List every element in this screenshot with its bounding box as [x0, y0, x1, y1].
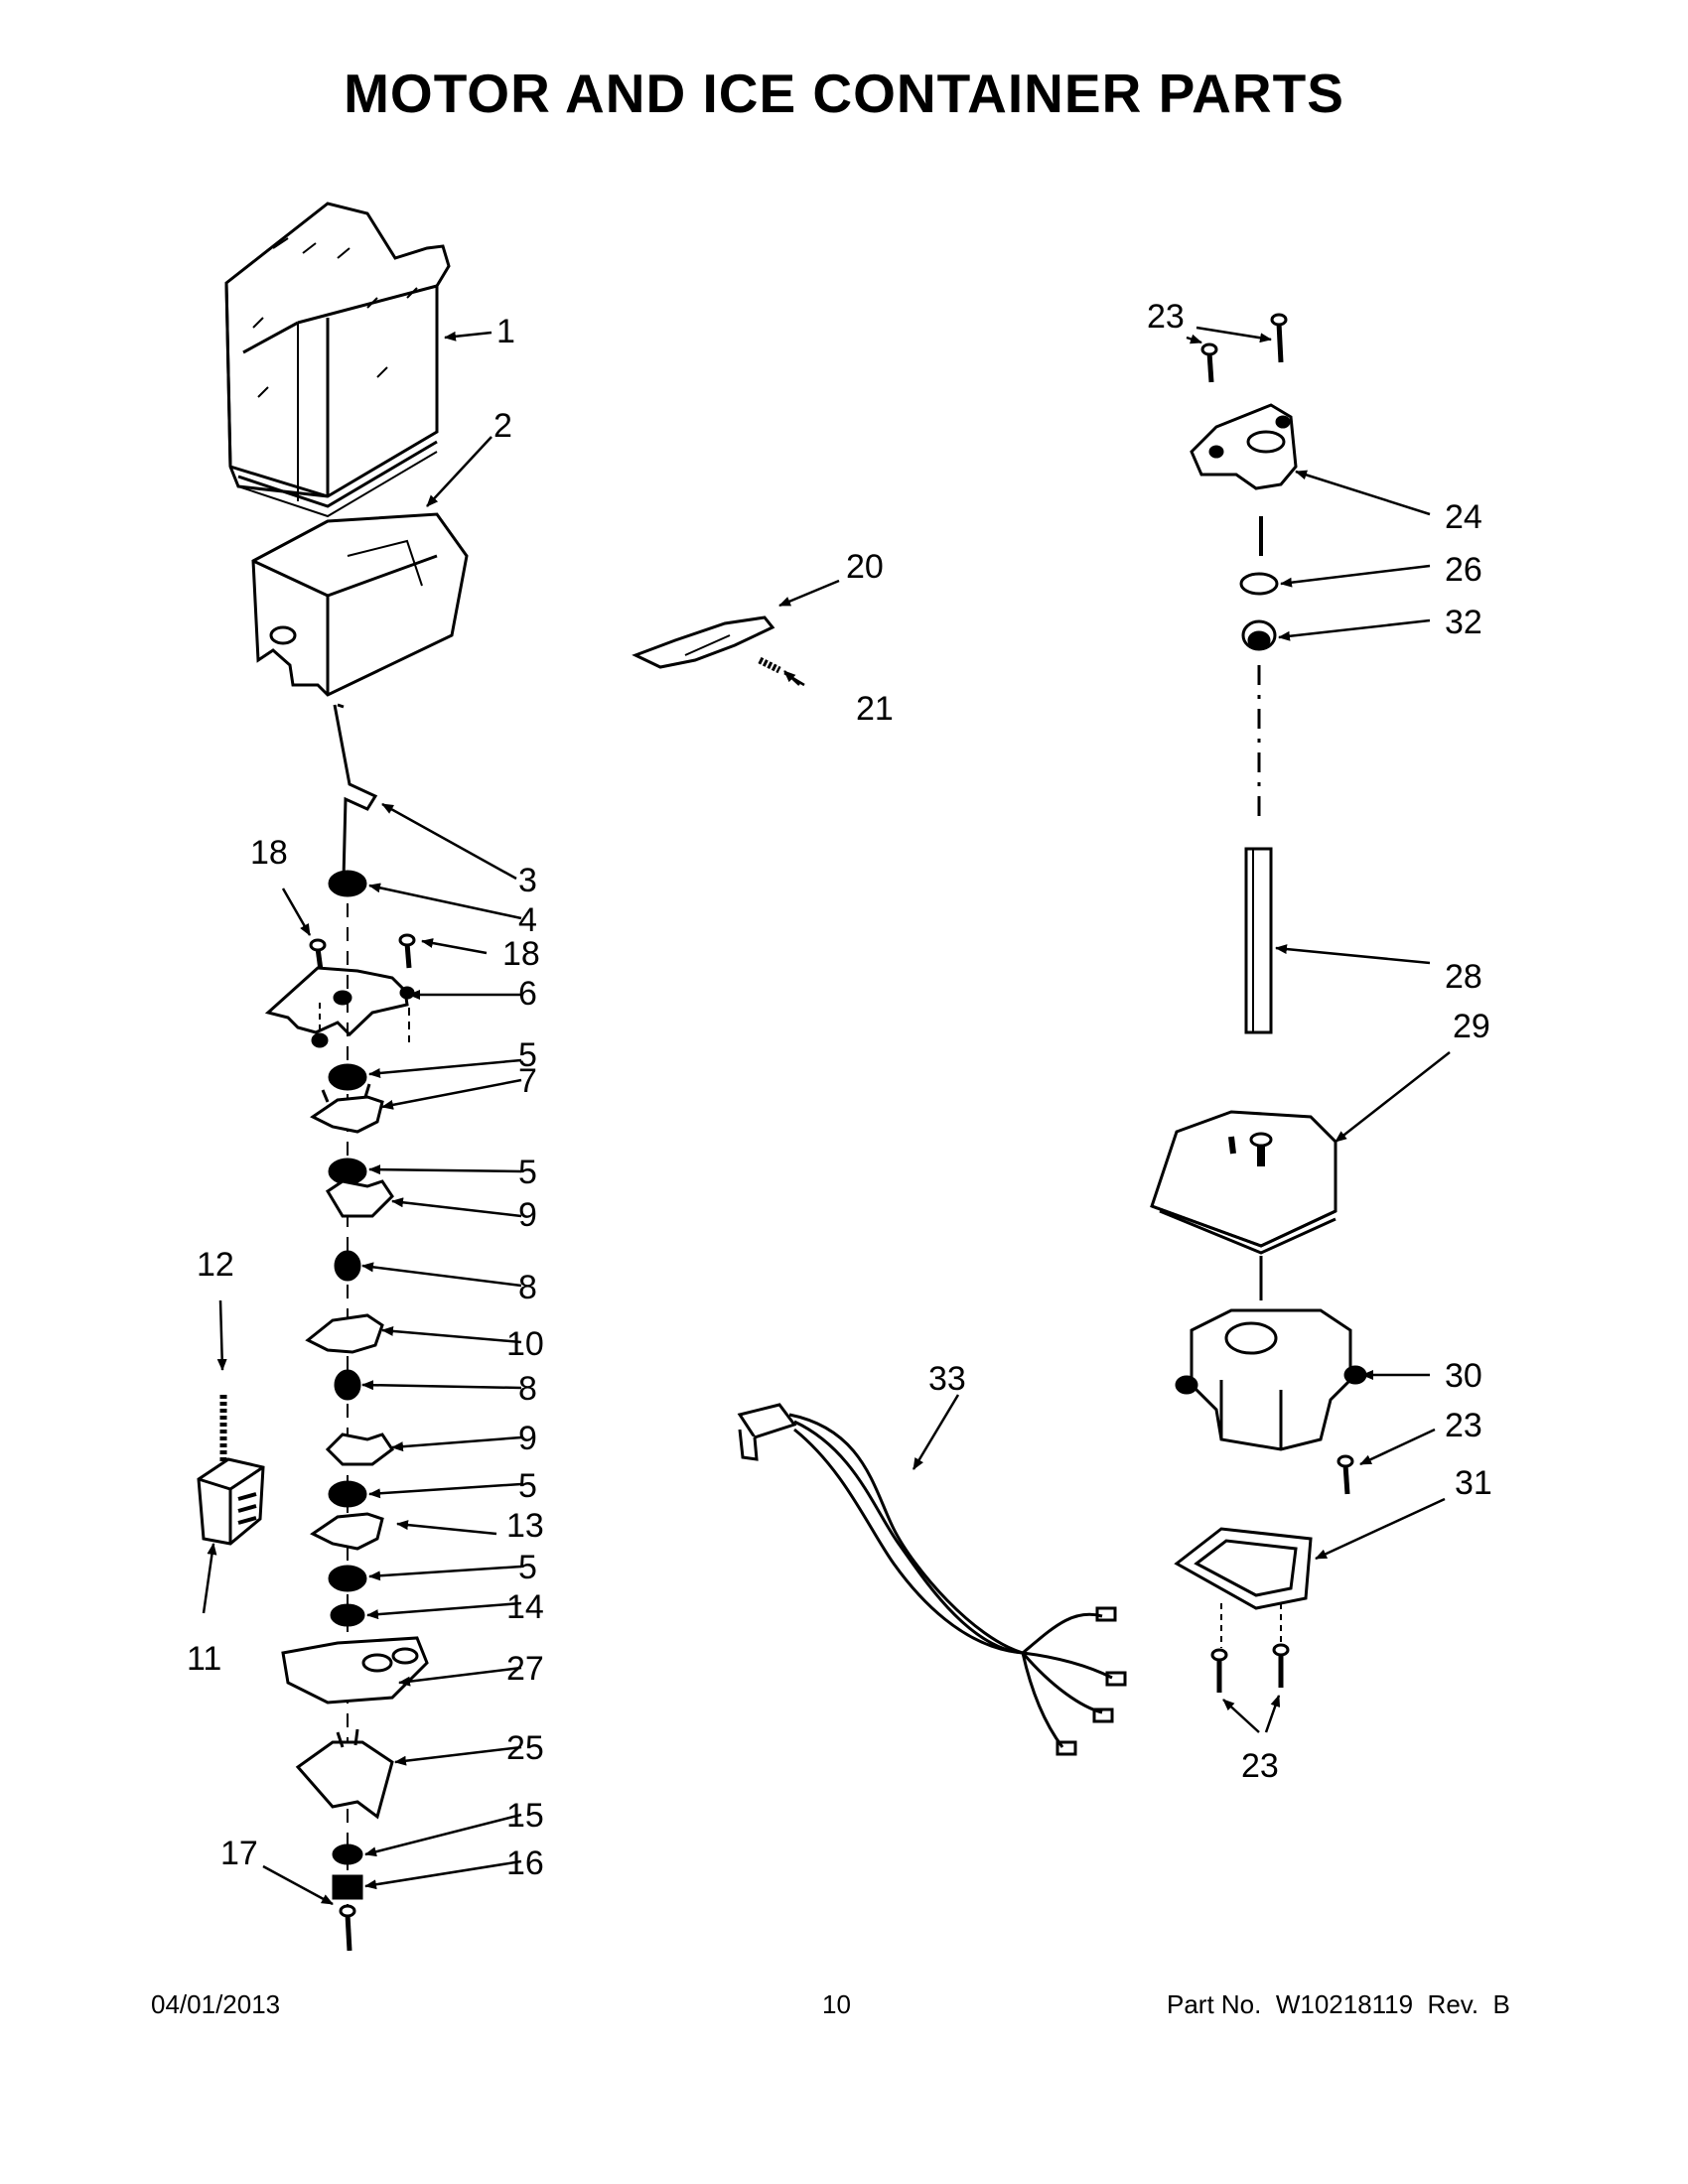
gear-motor-part [1175, 1308, 1367, 1451]
footer-part-number: Part No. W10218119 Rev. B [1167, 1989, 1510, 2019]
spring-part [758, 656, 781, 674]
cutter-blade-part [310, 1095, 384, 1134]
nut-part [332, 1874, 363, 1900]
callout-4: 4 [518, 901, 537, 939]
callout-10: 10 [506, 1325, 544, 1363]
callout-33: 33 [928, 1360, 966, 1398]
motor-bracket-part [1190, 403, 1298, 490]
callout-17: 17 [220, 1835, 258, 1872]
ice-container-part [224, 202, 451, 518]
auger-housing-part [251, 512, 469, 697]
cutter-blade-part [325, 1179, 394, 1218]
wire-harness-part [737, 1403, 1127, 1756]
motor-cover-part [1150, 1110, 1337, 1255]
callout-21: 21 [856, 690, 894, 728]
callout-5: 5 [518, 1549, 537, 1586]
callout-7: 7 [518, 1062, 537, 1100]
callout-23: 23 [1445, 1407, 1482, 1444]
callout-23: 23 [1241, 1747, 1279, 1785]
callout-23: 23 [1147, 298, 1185, 336]
callout-5: 5 [518, 1036, 537, 1074]
callout-9: 9 [518, 1420, 537, 1457]
callout-8: 8 [518, 1370, 537, 1408]
callout-1: 1 [496, 313, 515, 350]
auger-blade-part [295, 1740, 394, 1820]
callout-14: 14 [506, 1588, 544, 1626]
callout-24: 24 [1445, 498, 1482, 536]
gasket-part [1174, 1527, 1313, 1610]
callout-13: 13 [506, 1507, 544, 1545]
callout-3: 3 [518, 862, 537, 899]
callout-29: 29 [1453, 1008, 1490, 1045]
callout-20: 20 [846, 548, 884, 586]
callout-18: 18 [502, 935, 540, 973]
spacer-part [334, 1250, 361, 1282]
footer-date: 04/01/2013 [151, 1989, 281, 2019]
callout-30: 30 [1445, 1357, 1482, 1395]
callout-31: 31 [1455, 1464, 1492, 1502]
drive-rod-part [333, 704, 378, 880]
callout-18: 18 [250, 834, 288, 872]
callout-2: 2 [493, 407, 512, 445]
callout-9: 9 [518, 1196, 537, 1234]
bushing-part [328, 870, 367, 897]
callout-26: 26 [1445, 551, 1482, 589]
footer-page-number: 10 [822, 1989, 851, 2019]
washer-part [328, 1063, 367, 1091]
hex-shaft-part [1244, 847, 1273, 1034]
callout-32: 32 [1445, 604, 1482, 641]
callout-8: 8 [518, 1269, 537, 1306]
callout-6: 6 [518, 975, 537, 1013]
callout-11: 11 [187, 1640, 221, 1678]
callout-16: 16 [506, 1844, 544, 1882]
callout-25: 25 [506, 1729, 544, 1767]
cutter-blade-part [305, 1313, 384, 1354]
callout-5: 5 [518, 1154, 537, 1191]
callout-12: 12 [197, 1246, 234, 1284]
switch-block-part [197, 1457, 265, 1546]
page-title: MOTOR AND ICE CONTAINER PARTS [344, 63, 1344, 124]
lever-part [632, 615, 775, 669]
callout-28: 28 [1445, 958, 1482, 996]
callout-5: 5 [518, 1467, 537, 1505]
callout-27: 27 [506, 1650, 544, 1688]
callout-15: 15 [506, 1797, 544, 1835]
